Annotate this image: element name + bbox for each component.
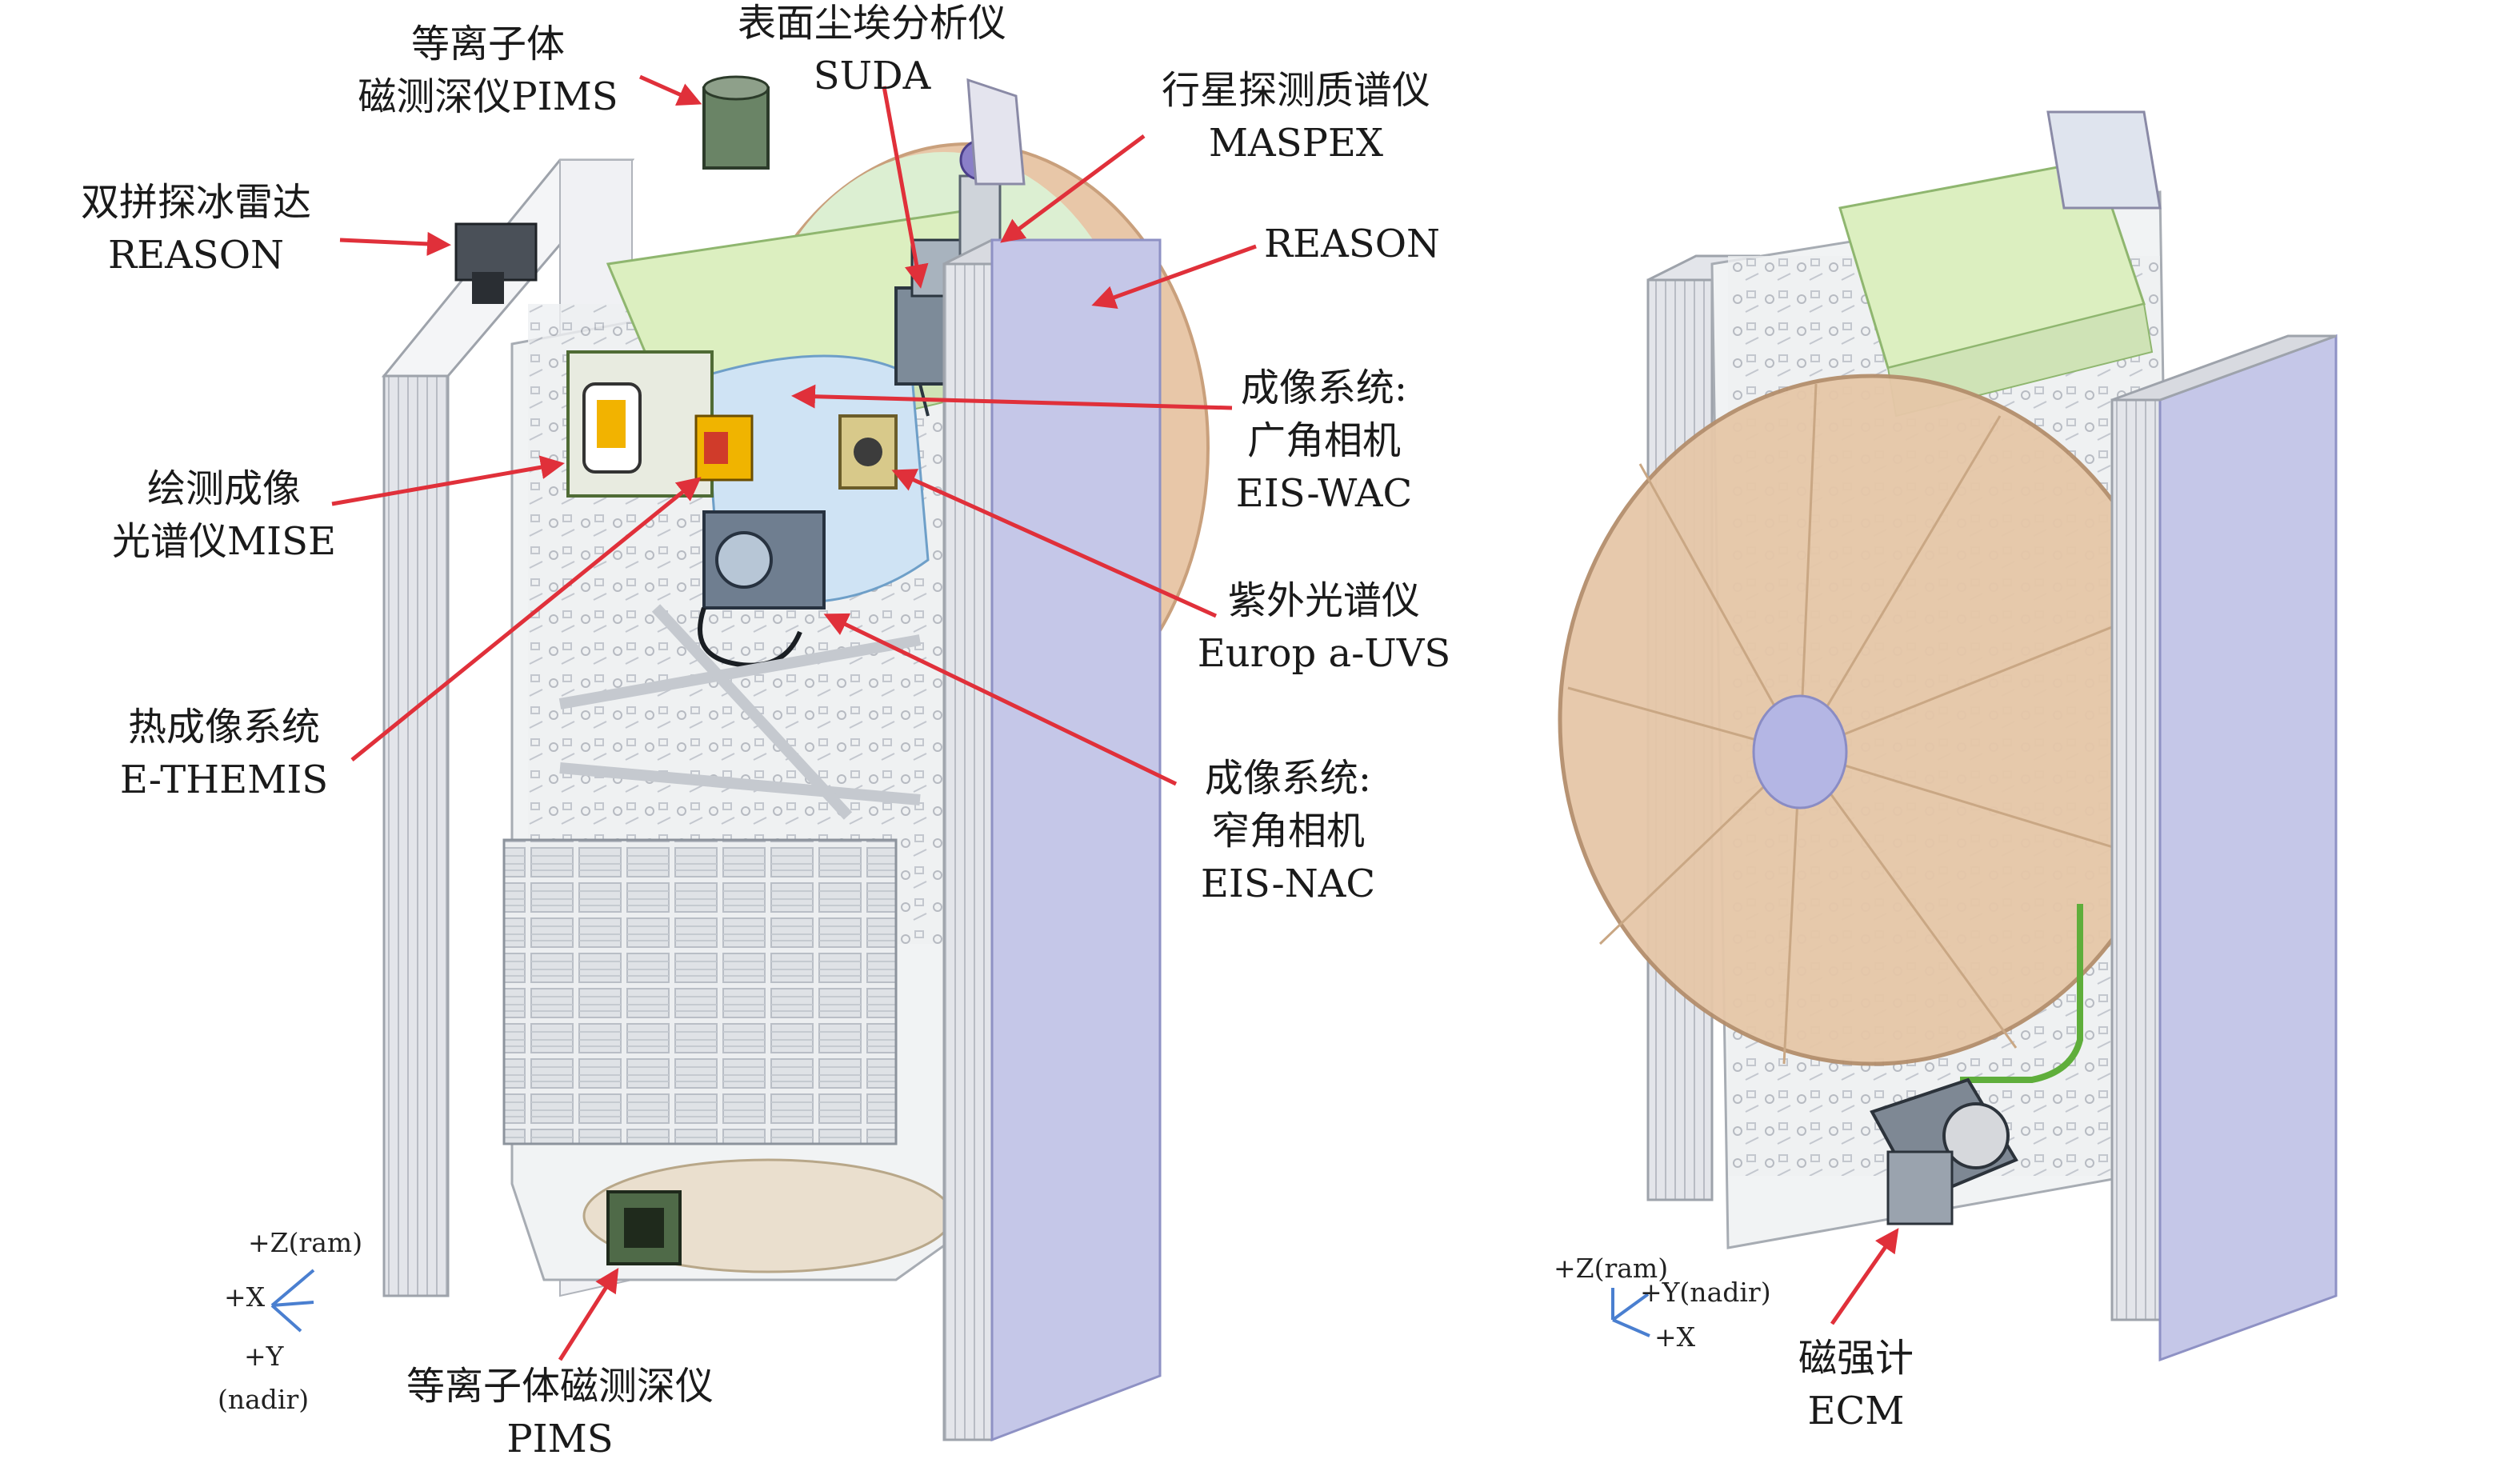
label-pims-bottom-line2: PIMS bbox=[506, 1417, 614, 1461]
label-suda-line1: 表面尘埃分析仪 bbox=[737, 1, 1007, 46]
label-eis-nac-line2: 窄角相机 bbox=[1210, 809, 1365, 853]
arrow-reason-right bbox=[1091, 244, 1257, 309]
label-suda-line2: SUDA bbox=[813, 54, 931, 98]
ecm-boom bbox=[1960, 904, 2083, 1083]
label-reason-left: 双拼探冰雷达 REASON bbox=[81, 176, 311, 282]
label-ethemis: 热成像系统 E-THEMIS bbox=[120, 701, 328, 806]
arrow-eis-wac bbox=[791, 384, 1233, 410]
label-pims-top-line2: 磁测深仪PIMS bbox=[358, 74, 618, 119]
pims-bottom-instrument bbox=[606, 1190, 682, 1265]
label-uvs-line2: Europ a-UVS bbox=[1197, 631, 1451, 676]
arrow-pims-top bbox=[638, 74, 702, 106]
label-pims-top: 等离子体 磁测深仪PIMS bbox=[358, 18, 618, 123]
label-maspex-line2: MASPEX bbox=[1208, 121, 1384, 166]
ethemis-instrument bbox=[694, 414, 754, 482]
label-uvs-line1: 紫外光谱仪 bbox=[1227, 578, 1420, 623]
arrow-ethemis bbox=[350, 477, 702, 761]
right-solar-panel-right bbox=[2158, 334, 2338, 1362]
label-suda: 表面尘埃分析仪 SUDA bbox=[738, 0, 1006, 102]
label-ethemis-line2: E-THEMIS bbox=[119, 757, 329, 802]
left-solar-panel-left-edge bbox=[382, 374, 450, 1297]
left-axis-z: +Z(ram) bbox=[248, 1227, 363, 1258]
label-eis-wac: 成像系统: 广角相机 EIS-WAC bbox=[1236, 362, 1413, 520]
arrow-eis-nac bbox=[823, 613, 1178, 786]
right-axis-triad bbox=[1611, 1288, 1650, 1337]
label-mise-line2: 光谱仪MISE bbox=[111, 519, 337, 564]
arrow-suda bbox=[882, 86, 929, 289]
label-ecm-line1: 磁强计 bbox=[1798, 1336, 1914, 1381]
arrow-uvs bbox=[891, 469, 1218, 618]
arrow-ecm bbox=[1830, 1228, 1899, 1325]
left-spacecraft bbox=[381, 75, 1210, 1442]
uvs-nac-cluster bbox=[698, 510, 826, 668]
callout-arrows bbox=[331, 74, 1899, 1361]
label-uvs: 紫外光谱仪 Europ a-UVS bbox=[1198, 574, 1451, 680]
ecm-instrument bbox=[1870, 1077, 2018, 1225]
label-mise: 绘测成像 光谱仪MISE bbox=[112, 462, 336, 568]
label-pims-top-line1: 等离子体 bbox=[410, 22, 566, 66]
label-reason-left-line2: REASON bbox=[107, 233, 285, 278]
label-reason-right: REASON bbox=[1264, 218, 1440, 270]
right-axis-z: +Z(ram) bbox=[1554, 1253, 1669, 1284]
label-eis-wac-line3: EIS-WAC bbox=[1235, 471, 1413, 516]
left-struts bbox=[558, 604, 922, 820]
label-reason-left-line1: 双拼探冰雷达 bbox=[80, 180, 312, 225]
right-spacecraft bbox=[1558, 110, 2338, 1362]
arrow-pims-bottom bbox=[558, 1267, 619, 1361]
reason-left-instrument bbox=[454, 222, 538, 304]
right-antenna-hub bbox=[1752, 694, 1848, 809]
left-radiator bbox=[502, 838, 898, 1145]
left-axis-triad bbox=[270, 1269, 315, 1333]
label-pims-bottom: 等离子体磁测深仪 PIMS bbox=[406, 1360, 714, 1465]
label-eis-nac: 成像系统: 窄角相机 EIS-NAC bbox=[1201, 752, 1375, 910]
label-ecm: 磁强计 ECM bbox=[1798, 1332, 1914, 1437]
label-reason-right-line1: REASON bbox=[1263, 222, 1441, 266]
right-axis-x: +X bbox=[1654, 1321, 1696, 1353]
label-pims-bottom-line1: 等离子体磁测深仪 bbox=[406, 1364, 714, 1409]
label-eis-wac-line2: 广角相机 bbox=[1246, 418, 1402, 463]
eis-wac-instrument bbox=[838, 414, 898, 490]
arrow-mise bbox=[331, 455, 565, 506]
left-axis-y-note: (nadir) bbox=[218, 1384, 310, 1415]
label-maspex-line1: 行星探测质谱仪 bbox=[1161, 68, 1431, 113]
label-eis-nac-line3: EIS-NAC bbox=[1200, 861, 1376, 906]
label-mise-line1: 绘测成像 bbox=[146, 466, 302, 511]
label-eis-nac-line1: 成像系统: bbox=[1204, 756, 1372, 801]
right-antenna-dish bbox=[1558, 374, 2186, 1066]
arrow-maspex bbox=[1000, 134, 1146, 243]
arrow-reason-left bbox=[339, 231, 451, 256]
label-ethemis-line1: 热成像系统 bbox=[127, 705, 320, 749]
right-axis-y: +Y(nadir) bbox=[1640, 1277, 1771, 1308]
left-axis-x: +X bbox=[224, 1281, 266, 1313]
label-ecm-line2: ECM bbox=[1807, 1389, 1905, 1433]
left-axis-y: +Y bbox=[244, 1341, 284, 1372]
label-eis-wac-line1: 成像系统: bbox=[1240, 366, 1408, 410]
label-maspex: 行星探测质谱仪 MASPEX bbox=[1162, 64, 1430, 170]
pims-top-instrument bbox=[702, 75, 770, 170]
